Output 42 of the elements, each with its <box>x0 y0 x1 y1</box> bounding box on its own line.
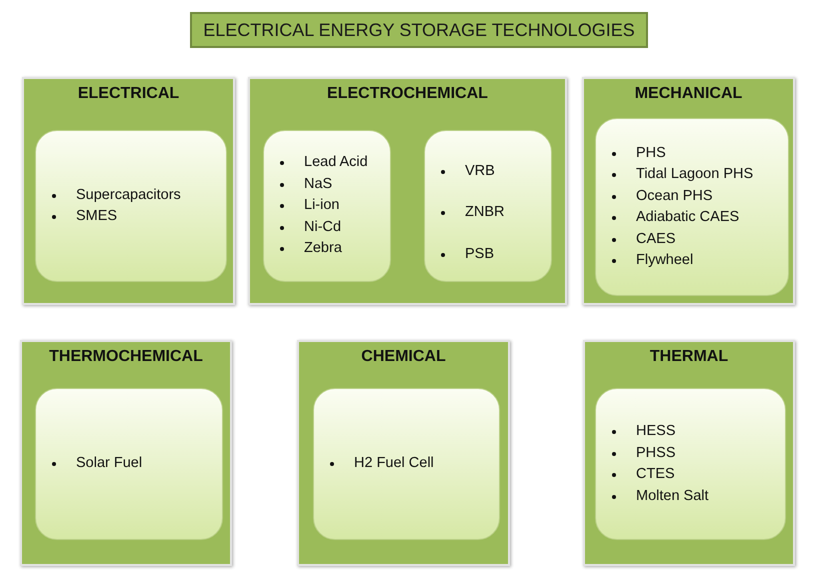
rounded-list-box <box>35 130 227 282</box>
category-panel <box>297 340 510 566</box>
list-item: PHS <box>610 142 666 164</box>
list-item: Tidal Lagoon PHS <box>610 164 754 186</box>
list-item: NaS <box>278 174 332 196</box>
category-panel <box>583 340 795 566</box>
category-heading: THERMOCHEMICAL <box>48 348 204 366</box>
category-panel <box>582 77 795 305</box>
list-item: Supercapacitors <box>50 184 181 206</box>
rounded-list-box <box>263 130 391 282</box>
category-panel <box>20 340 232 566</box>
rounded-list-box <box>313 388 500 540</box>
category-heading: ELECTROCHEMICAL <box>326 85 489 103</box>
list-item: VRB <box>439 161 495 182</box>
category-panel <box>248 77 567 305</box>
rounded-list-box <box>595 388 786 540</box>
list-item: CAES <box>610 228 676 250</box>
category-heading: MECHANICAL <box>634 85 744 103</box>
rounded-list-box <box>424 130 552 282</box>
rounded-list-box <box>595 118 789 296</box>
list-item: PHSS <box>610 442 676 464</box>
list-item: Molten Salt <box>610 486 709 507</box>
rounded-list-box <box>35 388 223 540</box>
list-item: Li-ion <box>278 195 340 217</box>
list-item: Ni-Cd <box>278 216 342 238</box>
list-item: Adiabatic CAES <box>610 207 740 228</box>
category-panel <box>22 77 235 305</box>
list-item: H2 Fuel Cell <box>328 453 434 475</box>
list-item: PSB <box>439 244 494 265</box>
list-item: ZNBR <box>439 202 504 224</box>
list-item: Zebra <box>278 238 342 260</box>
category-heading: THERMAL <box>648 348 730 366</box>
list-item: Solar Fuel <box>50 453 142 475</box>
list-item: HESS <box>610 421 676 442</box>
list-item: Lead Acid <box>278 152 368 174</box>
list-item: Flywheel <box>610 250 694 272</box>
category-heading: CHEMICAL <box>360 348 447 366</box>
category-heading: ELECTRICAL <box>76 85 180 103</box>
title-banner: ELECTRICAL ENERGY STORAGE TECHNOLOGIES <box>190 12 648 48</box>
list-item: SMES <box>50 206 118 228</box>
list-item: Ocean PHS <box>610 186 713 207</box>
list-item: CTES <box>610 464 675 486</box>
